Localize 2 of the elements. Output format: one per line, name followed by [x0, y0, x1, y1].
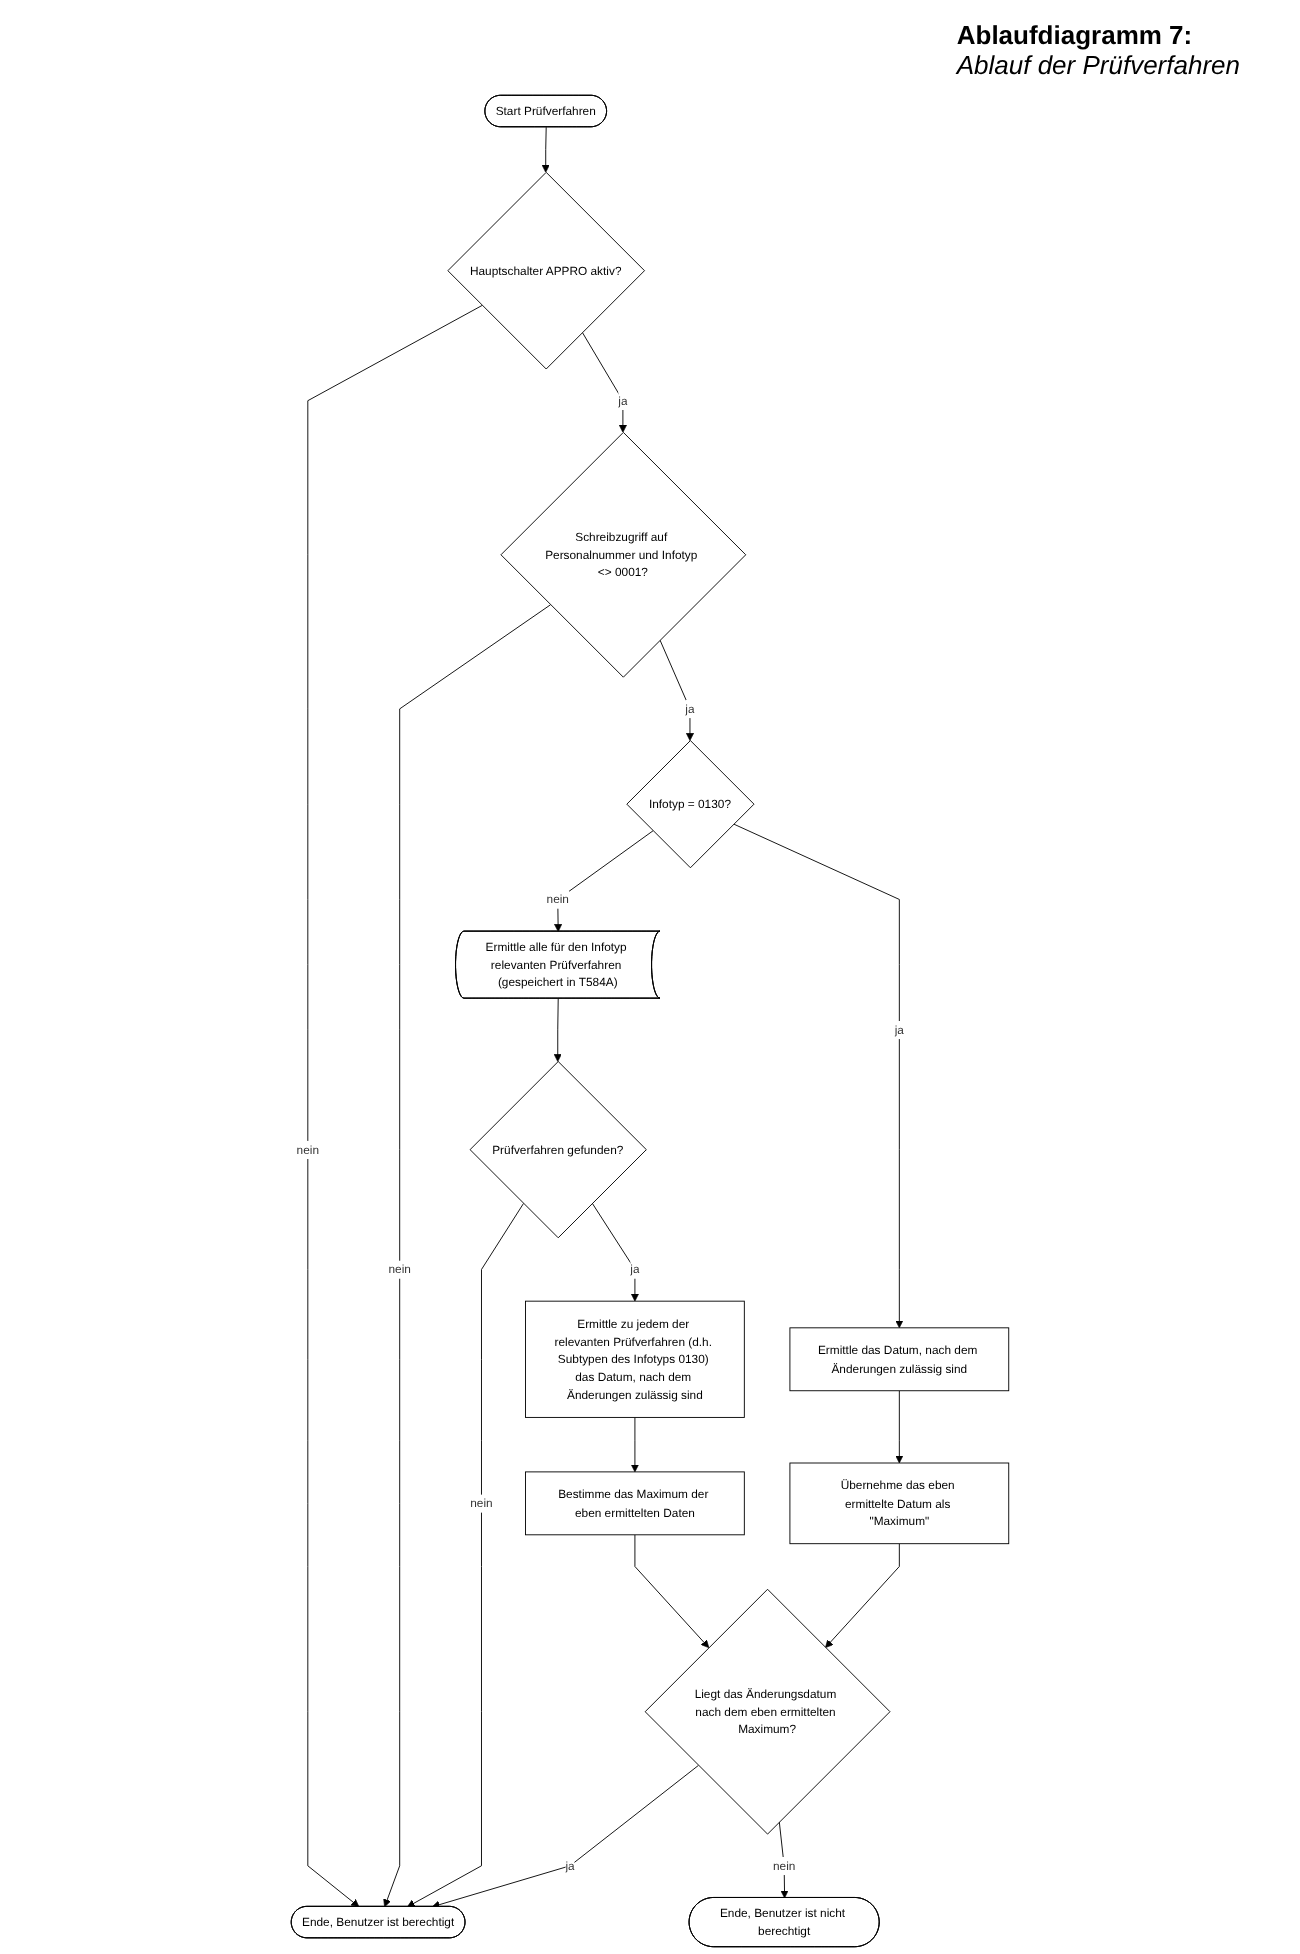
- diagram-caption: Ablauf der Prüfverfahren: [956, 50, 1240, 80]
- diagram-title: Ablaufdiagramm 7:: [956, 20, 1195, 50]
